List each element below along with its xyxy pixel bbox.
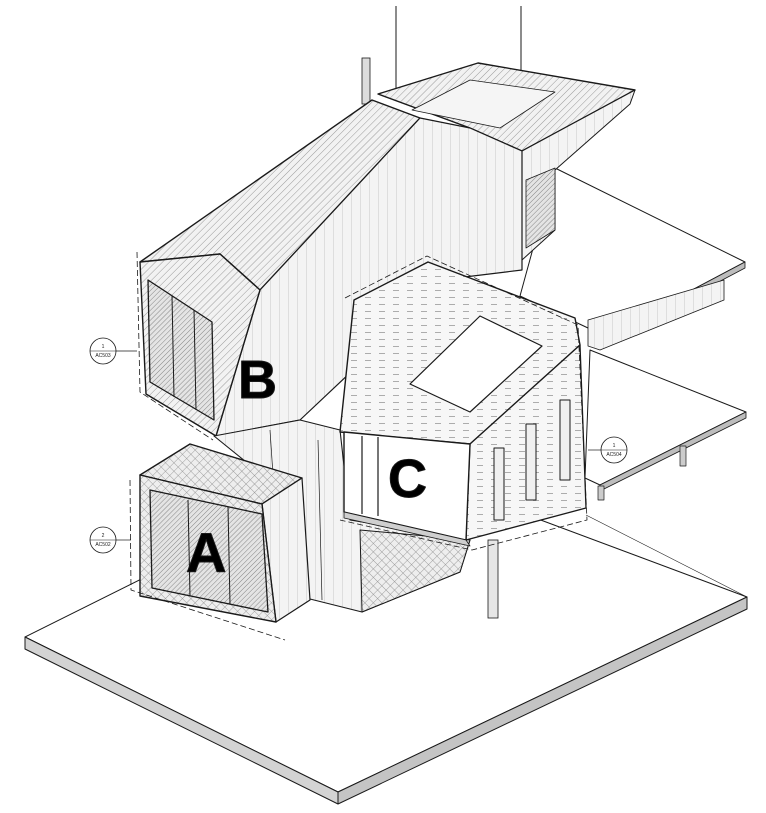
volume-b-mullion-1	[171, 295, 175, 398]
volume-c: C	[339, 255, 602, 551]
volume-b-mullion-2	[193, 309, 197, 411]
section-tag-ac503-sheet: AC503	[95, 353, 111, 359]
volume-b-label: B	[238, 350, 277, 410]
cantilever-planes	[519, 167, 747, 501]
connector-volume	[213, 419, 471, 613]
section-tag-ac503-number: 1	[102, 344, 105, 350]
support-post-2	[597, 485, 605, 501]
volume-a-label: A	[186, 521, 226, 584]
volume-a-mullion-1	[187, 499, 191, 597]
section-tag-ac502[interactable]: 2 AC502	[89, 526, 117, 554]
volume-c-slot-window-1	[493, 447, 505, 521]
lower-floor-plane	[584, 349, 747, 486]
volume-c-outline-dashed	[339, 255, 588, 551]
ground-slab-right-edge	[337, 596, 748, 805]
volume-c-skylight	[409, 315, 543, 413]
volume-c-floor-edge	[343, 511, 471, 547]
support-post-1	[679, 445, 687, 467]
section-tag-ac503[interactable]: 1 AC503	[89, 337, 117, 365]
section-tag-ac502-sheet: AC502	[95, 542, 111, 548]
upper-rear-light-well	[411, 79, 556, 129]
column-under-c	[487, 539, 499, 619]
connector-rib-2	[317, 439, 323, 601]
ground-slab	[24, 459, 748, 805]
volume-b-outline-dashed	[136, 251, 214, 441]
structure-lines	[361, 6, 748, 619]
upper-deck-fascia	[587, 279, 725, 351]
volume-c-slot-window-3	[559, 399, 571, 481]
section-tag-ac502-number: 2	[102, 533, 105, 539]
grid-line-1	[585, 514, 748, 598]
volume-c-slot-window-2	[525, 423, 537, 501]
volume-a-outline-dashed	[129, 479, 286, 641]
upper-rear-dark-panel	[525, 167, 556, 249]
volume-a-mullion-2	[227, 506, 231, 605]
volume-a: A	[116, 443, 311, 641]
volume-c-label: C	[388, 449, 427, 509]
volume-b-window	[147, 279, 215, 421]
section-tag-ac504-sheet: AC504	[606, 452, 622, 458]
upper-rear-volume	[377, 62, 636, 261]
section-tag-ac504[interactable]: 1 AC504	[600, 436, 628, 464]
column-small	[361, 57, 371, 105]
volume-a-window	[149, 489, 269, 613]
section-tag-ac504-number: 1	[613, 443, 616, 449]
